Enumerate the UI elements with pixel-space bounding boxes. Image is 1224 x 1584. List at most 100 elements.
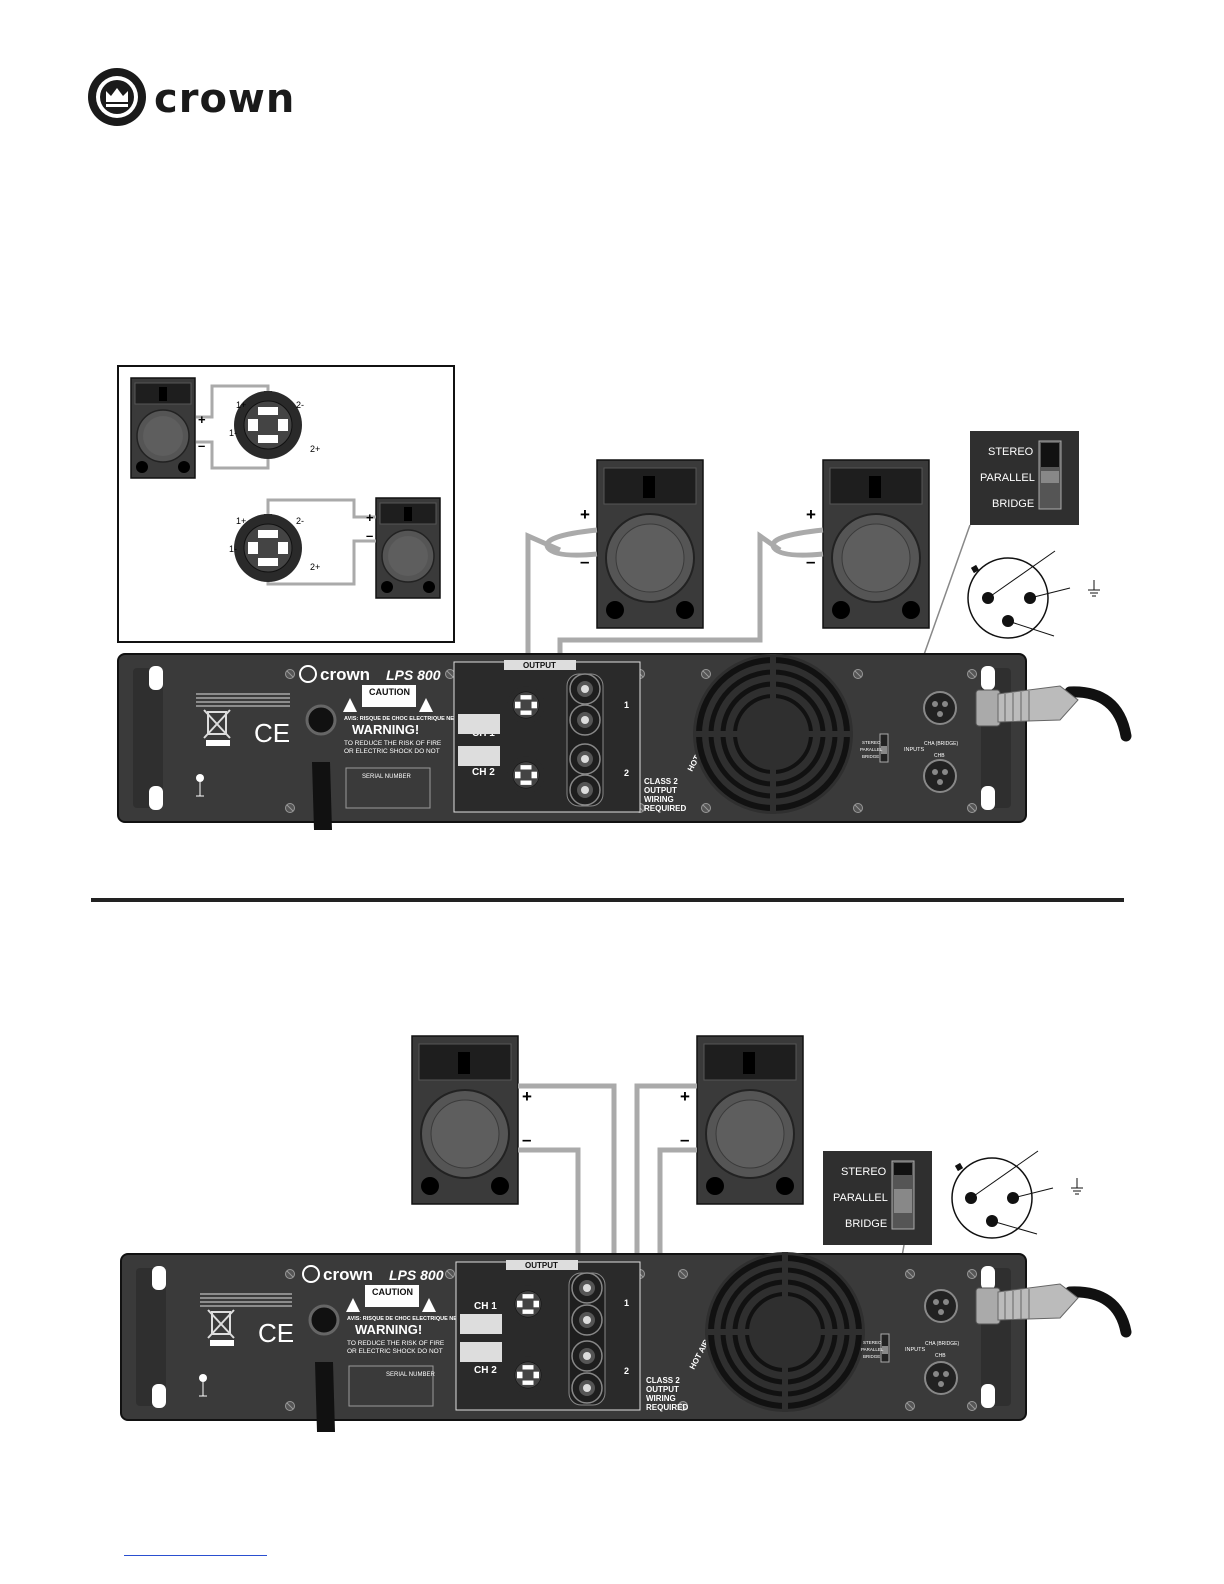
inputs-label-bottom: INPUTS	[905, 1347, 926, 1353]
ce-mark-bottom: CE	[258, 1318, 294, 1348]
ch1-label-bottom: CH 1	[474, 1301, 497, 1312]
speakon-ch1-bottom	[509, 1285, 547, 1323]
binding-post-2b-bottom	[571, 1372, 603, 1404]
bottom-left-minus: –	[522, 1130, 531, 1149]
class2-4-bottom: REQUIRED	[646, 1403, 688, 1412]
speaker-top-left	[596, 459, 704, 629]
xlr-pinout-top	[967, 550, 1100, 639]
inset-t1m: 1-	[229, 428, 237, 438]
warning-line-2-bottom: OR ELECTRIC SHOCK DO NOT	[347, 1348, 443, 1355]
mode-parallel-label-b: PARALLEL	[833, 1192, 888, 1204]
caution-label-bottom: CAUTION AVIS: RISQUE DE CHOC ELECTRIQUE …	[346, 1285, 492, 1355]
amp-model-bottom: LPS 800	[389, 1267, 444, 1283]
binding-post-1b-bottom	[571, 1304, 603, 1336]
mode-switch-callout-bottom: STEREO PARALLEL BRIDGE	[823, 1151, 932, 1349]
binding-2-bottom: 2	[624, 1366, 629, 1376]
binding-post-1a-bottom	[571, 1272, 603, 1304]
inset-speaker-top	[130, 377, 196, 479]
fan-grill-top	[693, 654, 853, 814]
logo-wordmark: crown	[154, 76, 296, 122]
crown-logo: crown	[86, 66, 294, 128]
ground-icon-bottom	[1071, 1178, 1083, 1195]
section-divider	[91, 898, 1124, 902]
top-right-plus: +	[806, 505, 816, 524]
speakon-inset: + – 1+ 1- 2- 2+ + – 1+ 1- 2- 2+	[117, 365, 455, 643]
bottom-right-minus: –	[680, 1130, 689, 1149]
sw-parallel-top: PARALLEL	[860, 747, 883, 752]
inset-t2p: 2+	[310, 444, 320, 454]
class2-1-top: CLASS 2	[644, 777, 678, 786]
inset-b2p: 2+	[310, 562, 320, 572]
warning-line-1-bottom: TO REDUCE THE RISK OF FIRE	[347, 1340, 445, 1347]
class2-4-top: REQUIRED	[644, 804, 686, 813]
serial-label-top: SERIAL NUMBER	[362, 774, 411, 780]
class2-3-bottom: WIRING	[646, 1394, 676, 1403]
mode-stereo-label: STEREO	[988, 446, 1034, 458]
binding-1-top: 1	[624, 700, 629, 710]
cha-label-top: CHA (BRIDGE)	[924, 741, 959, 747]
warning-line-1-top: TO REDUCE THE RISK OF FIRE	[344, 740, 442, 747]
avis-text-bottom: AVIS: RISQUE DE CHOC ELECTRIQUE NE PAS O…	[347, 1316, 492, 1322]
inset-b1p: 1+	[236, 516, 246, 526]
ground-icon	[1088, 580, 1100, 597]
speakon-ch2-top	[507, 756, 545, 794]
warning-line-2-top: OR ELECTRIC SHOCK DO NOT	[344, 748, 440, 755]
binding-post-2a-top	[569, 743, 601, 775]
speaker-bottom-right	[696, 1035, 804, 1205]
output-title-bottom: OUTPUT	[525, 1261, 558, 1270]
class2-2-top: OUTPUT	[644, 786, 677, 795]
speaker-bottom-left	[411, 1035, 519, 1205]
inset-plus-top: +	[198, 412, 206, 427]
amp-brand-bottom: crown	[323, 1265, 373, 1284]
binding-post-2a-bottom	[571, 1340, 603, 1372]
xlr-input-chb-top	[923, 759, 957, 793]
sw-bridge-top: BRIDGE	[862, 754, 879, 759]
sw-parallel-bottom: PARALLEL	[861, 1347, 884, 1352]
sw-bridge-bottom: BRIDGE	[863, 1354, 880, 1359]
inset-b1m: 1-	[229, 544, 237, 554]
fan-grill-bottom	[705, 1252, 865, 1412]
xlr-input-chb-bottom	[924, 1361, 958, 1395]
binding-post-2b-top	[569, 774, 601, 806]
inset-plus-bottom: +	[366, 510, 374, 525]
output-title-top: OUTPUT	[523, 661, 556, 670]
xlr-pinout-bottom	[951, 1150, 1083, 1239]
inset-minus-top: –	[198, 438, 205, 453]
cha-label-bottom: CHA (BRIDGE)	[925, 1341, 960, 1347]
binding-1-bottom: 1	[624, 1298, 629, 1308]
footer-link-underline[interactable]	[124, 1555, 267, 1556]
mode-bridge-label: BRIDGE	[992, 498, 1034, 510]
inset-minus-bottom: –	[366, 528, 373, 543]
ch2-label-bottom: CH 2	[474, 1365, 497, 1376]
class2-3-top: WIRING	[644, 795, 674, 804]
binding-post-1b-top	[569, 704, 601, 736]
sw-stereo-top: STEREO	[862, 740, 881, 745]
mode-bridge-label-b: BRIDGE	[845, 1218, 887, 1230]
class2-2-bottom: OUTPUT	[646, 1385, 679, 1394]
amplifier-rear-panel-bottom: crown LPS 800 CE SERIAL NUMBER CAUTION A…	[120, 1252, 1027, 1432]
weee-icon	[203, 709, 231, 746]
binding-post-1a-top	[569, 673, 601, 705]
bottom-right-plus: +	[680, 1087, 690, 1106]
xlr-input-cha-bottom	[924, 1289, 958, 1323]
avis-text-top: AVIS: RISQUE DE CHOC ELECTRIQUE NE PAS O…	[344, 716, 489, 722]
speaker-top-right	[822, 459, 930, 629]
xlr-input-cha-top	[923, 691, 957, 725]
ch2-label-top: CH 2	[472, 767, 495, 778]
top-left-plus: +	[580, 505, 590, 524]
xlr-plug-top	[975, 685, 1132, 742]
xlr-plug-bottom	[975, 1283, 1132, 1338]
bottom-left-plus: +	[522, 1087, 532, 1106]
amp-brand-top: crown	[320, 665, 370, 684]
top-right-minus: –	[806, 552, 815, 571]
ce-mark-top: CE	[254, 718, 290, 748]
speakon-ch1-top	[507, 686, 545, 724]
caution-label-top: CAUTION AVIS: RISQUE DE CHOC ELECTRIQUE …	[343, 685, 489, 755]
warning-text-bottom: WARNING!	[355, 1322, 422, 1337]
inputs-label-top: INPUTS	[904, 747, 925, 753]
crown-emblem-icon	[88, 68, 146, 126]
chb-label-bottom: CHB	[935, 1353, 946, 1359]
mode-switch-callout-top: STEREO PARALLEL BRIDGE	[892, 431, 1079, 743]
warning-text-top: WARNING!	[352, 722, 419, 737]
